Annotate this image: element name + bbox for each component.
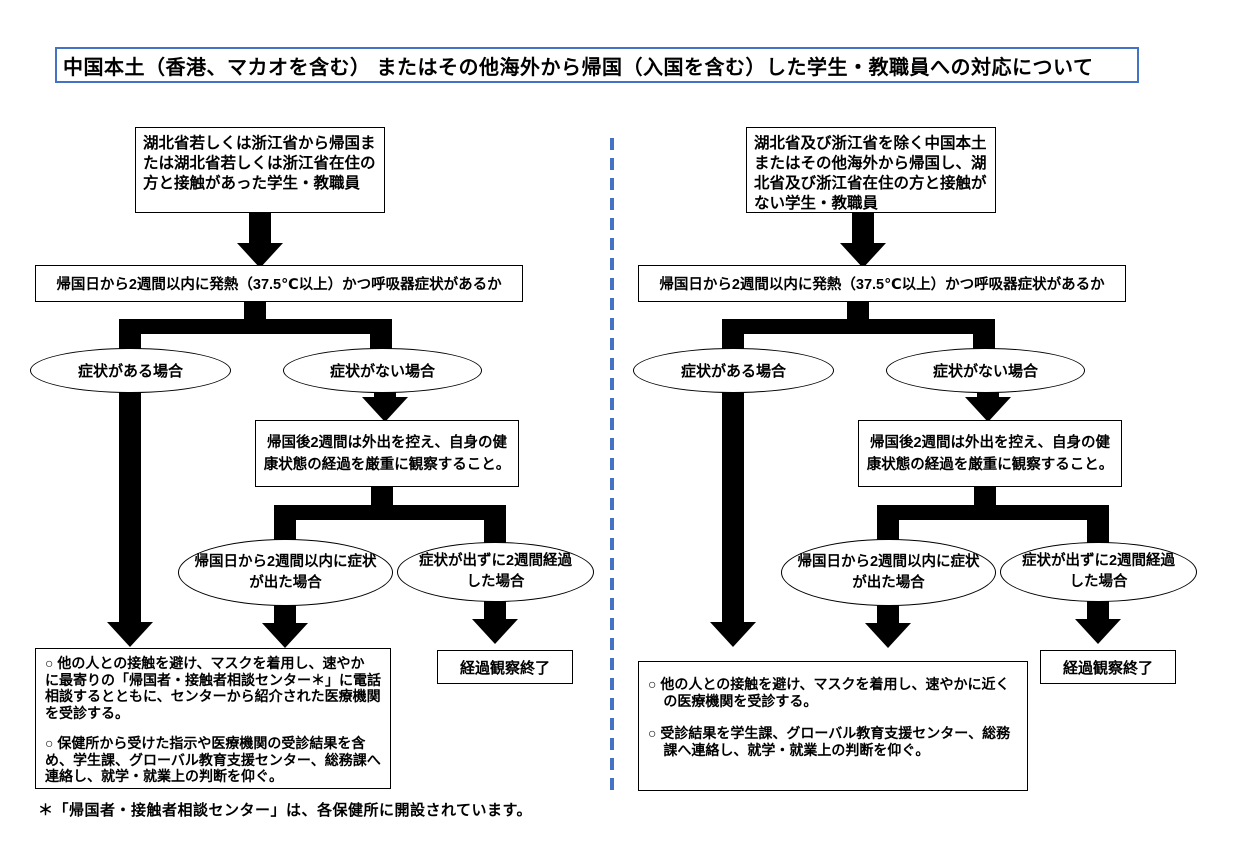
branch2-connector-stem	[371, 486, 393, 506]
onset-arrow-head-icon	[262, 623, 308, 648]
down-arrow-head-icon	[237, 243, 283, 268]
ellipse-symptom-onset: 帰国日から2週間以内に症状が出た場合	[178, 539, 393, 606]
branch2-connector-stem	[974, 486, 996, 506]
fever-question-box: 帰国日から2週間以内に発熱（37.5℃以上）かつ呼吸器症状があるか	[638, 265, 1126, 302]
branch2-connector-right	[484, 519, 506, 546]
ellipse-symptoms-present: 症状がある場合	[30, 348, 231, 393]
ellipse-symptom-onset: 帰国日から2週間以内に症状が出た場合	[781, 539, 996, 606]
onset-arrow-stem	[274, 605, 296, 625]
observation-end-box: 経過観察終了	[437, 650, 573, 684]
self-observation-box: 帰国後2週間は外出を控え、自身の健康状態の経過を厳重に観察すること。	[858, 420, 1122, 487]
branch-connector-stem	[847, 301, 869, 320]
branch-connector-bar	[119, 319, 392, 334]
ellipse-symptoms-absent: 症状がない場合	[283, 348, 482, 393]
ellipse-symptoms-absent: 症状がない場合	[886, 348, 1085, 393]
no-onset-arrow-stem	[484, 601, 506, 621]
onset-arrow-stem	[877, 605, 899, 625]
symptoms-arrow-head-icon	[107, 622, 153, 647]
observation-end-box: 経過観察終了	[1040, 650, 1176, 684]
start-condition-box: 湖北省及び浙江省を除く中国本土またはその他海外から帰国し、湖北省及び浙江省在住の…	[746, 127, 996, 213]
branch-connector-stem	[244, 301, 266, 320]
action-item: ○ 保健所から受けた指示や医療機関の受診結果を含め、学生課、グローバル教育支援セ…	[45, 735, 381, 784]
flow-panel-hubei-zhejiang: 湖北省若しくは浙江省から帰国または湖北省若しくは浙江省在住の方と接触があった学生…	[30, 120, 630, 820]
action-instructions-box: ○ 他の人との接触を避け、マスクを着用し、速やかに近くの医療機関を受診する。 ○…	[638, 661, 1028, 791]
action-instructions-box: ○ 他の人との接触を避け、マスクを着用し、速やか に最寄りの「帰国者・接触者相談…	[35, 648, 391, 789]
branch-connector-bar	[722, 319, 995, 334]
no-symptoms-arrow-head-icon	[965, 397, 1011, 422]
action-item: ○ 他の人との接触を避け、マスクを着用し、速やかに近くの医療機関を受診する。	[648, 676, 1010, 709]
footnote-consultation-center: ＊「帰国者・接触者相談センター」は、各保健所に開設されています。	[38, 802, 533, 819]
flow-panel-other-regions: 湖北省及び浙江省を除く中国本土またはその他海外から帰国し、湖北省及び浙江省在住の…	[633, 120, 1233, 820]
ellipse-symptoms-present: 症状がある場合	[633, 348, 834, 393]
fever-question-box: 帰国日から2週間以内に発熱（37.5℃以上）かつ呼吸器症状があるか	[35, 265, 523, 302]
down-arrow-stem	[852, 211, 874, 245]
symptoms-arrow-head-icon	[710, 622, 756, 647]
ellipse-no-symptom-2weeks: 症状が出ずに2週間経過した場合	[397, 542, 594, 602]
down-arrow-head-icon	[840, 243, 886, 268]
branch2-connector-left	[274, 519, 296, 543]
branch2-connector-bar	[877, 505, 1109, 520]
panel-divider-dashed-line	[610, 138, 614, 793]
no-onset-arrow-stem	[1087, 601, 1109, 621]
no-onset-arrow-head-icon	[472, 619, 518, 644]
branch2-connector-bar	[274, 505, 506, 520]
branch2-connector-right	[1087, 519, 1109, 546]
no-symptoms-arrow-head-icon	[362, 397, 408, 422]
self-observation-box: 帰国後2週間は外出を控え、自身の健康状態の経過を厳重に観察すること。	[255, 420, 519, 487]
branch2-connector-left	[877, 519, 899, 543]
symptoms-arrow-stem	[119, 391, 141, 623]
action-item: ○ 受診結果を学生課、グローバル教育支援センター、総務課へ連絡し、就学・就業上の…	[648, 725, 1011, 758]
no-onset-arrow-head-icon	[1075, 619, 1121, 644]
page-title: 中国本土（香港、マカオを含む） またはその他海外から帰国（入国を含む）した学生・…	[55, 47, 1139, 83]
action-item: ○ 他の人との接触を避け、マスクを着用し、速やか に最寄りの「帰国者・接触者相談…	[45, 655, 381, 721]
start-condition-box: 湖北省若しくは浙江省から帰国または湖北省若しくは浙江省在住の方と接触があった学生…	[135, 127, 385, 213]
onset-arrow-head-icon	[865, 623, 911, 648]
down-arrow-stem	[249, 211, 271, 245]
ellipse-no-symptom-2weeks: 症状が出ずに2週間経過した場合	[1000, 542, 1197, 602]
symptoms-arrow-stem	[722, 391, 744, 623]
